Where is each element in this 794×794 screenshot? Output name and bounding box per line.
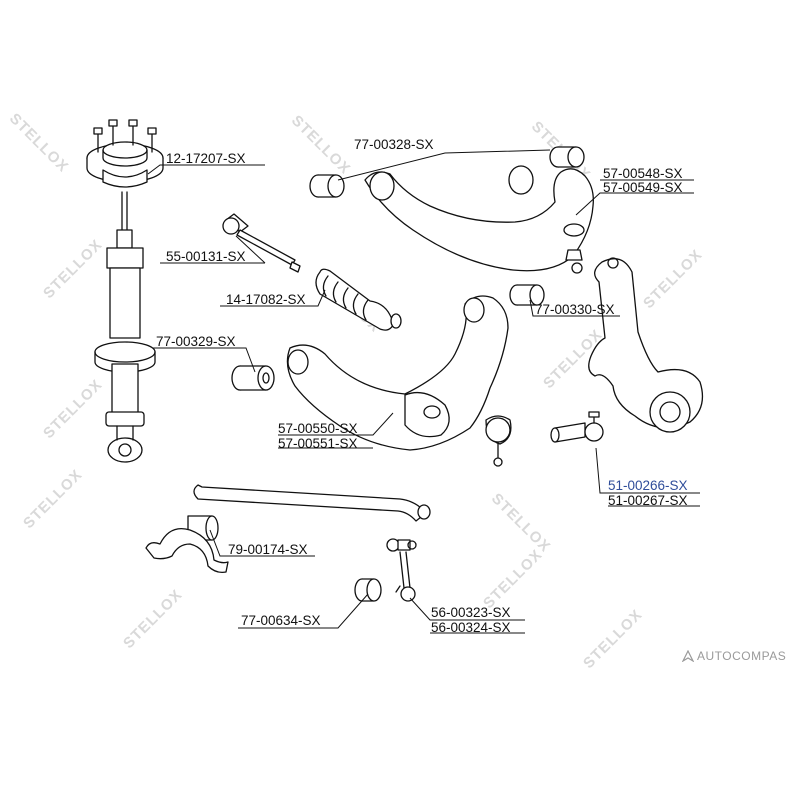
- part-label-79-00174[interactable]: 79-00174-SX: [228, 542, 308, 557]
- part-label-57-00551[interactable]: 57-00551-SX: [278, 436, 358, 451]
- part-label-77-00328[interactable]: 77-00328-SX: [354, 137, 434, 152]
- part-label-56-00324[interactable]: 56-00324-SX: [431, 620, 511, 635]
- part-label-51-00266[interactable]: 51-00266-SX: [608, 478, 688, 493]
- stabilizer-link-drawing: [386, 538, 417, 602]
- part-label-55-00131[interactable]: 55-00131-SX: [166, 249, 246, 264]
- autocompas-logo-icon: [682, 650, 694, 662]
- credit-text: AUTOCOMPAS: [697, 649, 787, 663]
- bushing-77-00330-drawing: [509, 284, 545, 306]
- part-label-77-00634[interactable]: 77-00634-SX: [241, 613, 321, 628]
- shock-absorber-drawing: [94, 191, 156, 463]
- bushing-77-00634-drawing: [354, 578, 382, 602]
- part-label-12-17207[interactable]: 12-17207-SX: [166, 151, 246, 166]
- upper-control-arm-drawing: [309, 146, 594, 274]
- part-label-57-00548[interactable]: 57-00548-SX: [603, 166, 683, 181]
- lower-control-arm-drawing: [286, 295, 512, 467]
- steering-knuckle-drawing: [588, 257, 704, 433]
- strut-mount-drawing: [86, 119, 164, 188]
- part-label-14-17082[interactable]: 14-17082-SX: [226, 292, 306, 307]
- part-label-57-00549[interactable]: 57-00549-SX: [603, 180, 683, 195]
- stabilizer-bar-drawing: [193, 484, 431, 522]
- autocompas-credit: AUTOCOMPAS: [682, 649, 786, 663]
- inner-tie-rod-drawing: [222, 213, 301, 273]
- part-label-77-00330[interactable]: 77-00330-SX: [535, 302, 615, 317]
- part-label-57-00550[interactable]: 57-00550-SX: [278, 421, 358, 436]
- bushing-77-00329-drawing: [231, 365, 275, 391]
- part-label-77-00329[interactable]: 77-00329-SX: [156, 334, 236, 349]
- stabilizer-bushing-drawing: [145, 515, 229, 574]
- leader-lines: [147, 149, 700, 634]
- tie-rod-end-drawing: [550, 411, 604, 443]
- rack-boot-drawing: [315, 268, 402, 331]
- part-label-56-00323[interactable]: 56-00323-SX: [431, 605, 511, 620]
- part-label-51-00267[interactable]: 51-00267-SX: [608, 493, 688, 508]
